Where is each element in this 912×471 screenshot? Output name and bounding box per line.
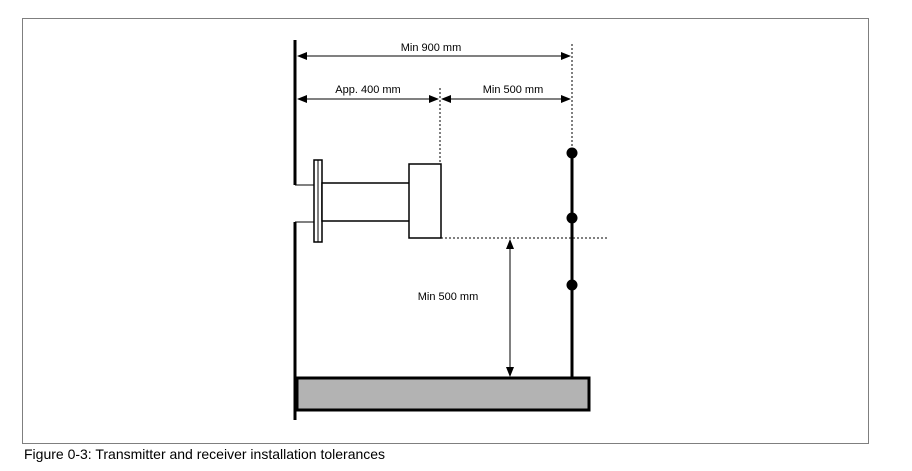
figure-frame bbox=[22, 18, 869, 444]
receiver-joint-bottom bbox=[566, 279, 578, 291]
label-app-400: App. 400 mm bbox=[335, 84, 400, 96]
label-min-500-top: Min 500 mm bbox=[483, 84, 544, 96]
figure-caption: Figure 0-3: Transmitter and receiver ins… bbox=[24, 446, 386, 462]
receiver-joint-middle bbox=[566, 212, 578, 224]
base-slab bbox=[295, 376, 591, 412]
receiver-joint-top bbox=[566, 147, 578, 159]
label-min-500-vertical: Min 500 mm bbox=[418, 291, 479, 303]
label-min-900: Min 900 mm bbox=[401, 42, 462, 54]
transmitter-head bbox=[408, 163, 442, 239]
installation-diagram: Min 900 mm App. 400 mm Min 500 mm Min 50… bbox=[293, 40, 608, 420]
transmitter-pipe bbox=[321, 182, 411, 222]
